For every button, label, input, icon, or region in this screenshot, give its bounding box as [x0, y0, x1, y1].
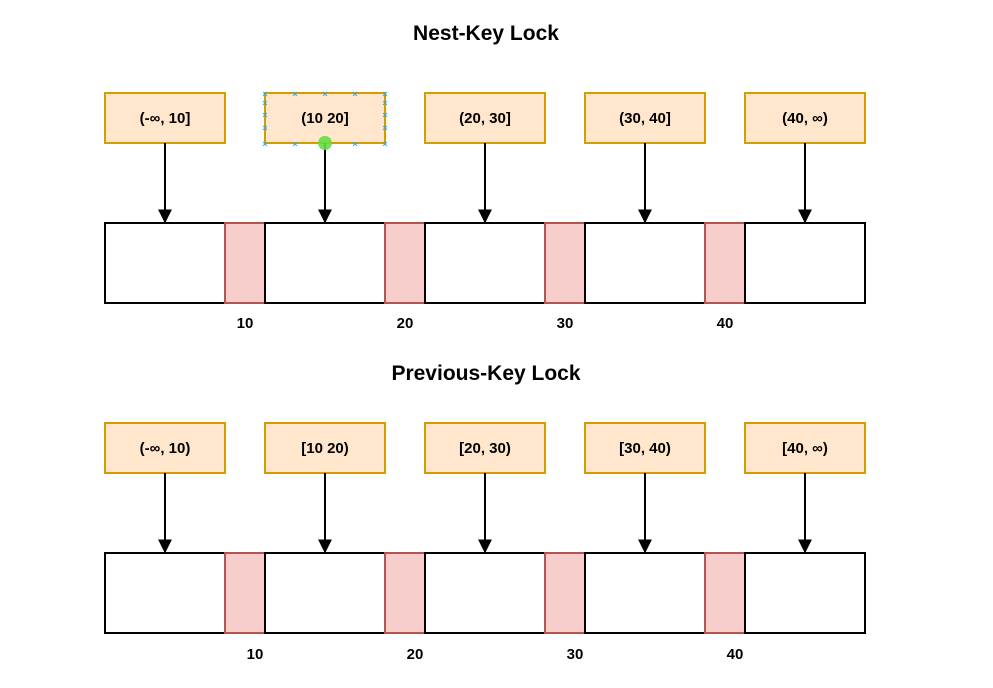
- range-label: [30, 40): [619, 440, 671, 457]
- range-box[interactable]: (-∞, 10]: [104, 92, 226, 144]
- selection-handle-icon[interactable]: ×: [262, 98, 267, 108]
- record-row: [104, 552, 866, 634]
- gap-cell: [424, 222, 546, 304]
- selection-handle-icon[interactable]: ×: [382, 123, 387, 133]
- key-label: 40: [727, 646, 744, 663]
- key-label: 10: [247, 646, 264, 663]
- key-label: 30: [567, 646, 584, 663]
- gap-cell: [744, 222, 866, 304]
- gap-cell: [424, 552, 546, 634]
- diagram-title: Previous-Key Lock: [391, 362, 580, 385]
- range-label: (40, ∞): [782, 110, 828, 127]
- key-record[interactable]: [544, 222, 586, 304]
- key-record[interactable]: [384, 222, 426, 304]
- range-box[interactable]: [30, 40): [584, 422, 706, 474]
- gap-cell: [264, 552, 386, 634]
- selection-handle-icon[interactable]: ×: [352, 89, 357, 99]
- range-box[interactable]: [40, ∞): [744, 422, 866, 474]
- selection-handle-icon[interactable]: ×: [382, 139, 387, 149]
- selection-handle-icon[interactable]: ×: [322, 89, 327, 99]
- selection-handle-icon[interactable]: ×: [292, 89, 297, 99]
- record-row: [104, 222, 866, 304]
- key-label: 30: [557, 315, 574, 332]
- selection-handle-icon[interactable]: ×: [382, 110, 387, 120]
- range-label: [20, 30): [459, 440, 511, 457]
- gap-cell: [744, 552, 866, 634]
- arrow-connector: [158, 473, 812, 554]
- diagram-title: Nest-Key Lock: [413, 22, 559, 45]
- key-record[interactable]: [544, 552, 586, 634]
- key-label: 20: [407, 646, 424, 663]
- selection-handle-icon[interactable]: ×: [382, 89, 387, 99]
- range-box[interactable]: (40, ∞): [744, 92, 866, 144]
- gap-cell: [104, 222, 226, 304]
- range-box[interactable]: [20, 30): [424, 422, 546, 474]
- selection-handle-icon[interactable]: ×: [352, 139, 357, 149]
- nest-key-lock-diagram: Nest-Key Lock (-∞, 10] (10 20] (20, 30] …: [104, 22, 866, 332]
- range-box[interactable]: (-∞, 10): [104, 422, 226, 474]
- key-label: 40: [717, 315, 734, 332]
- range-box-selected[interactable]: (10 20]: [264, 92, 386, 144]
- gap-cell: [264, 222, 386, 304]
- range-label: (10 20]: [301, 110, 349, 127]
- arrow-connector: [158, 143, 812, 224]
- range-box[interactable]: [10 20): [264, 422, 386, 474]
- key-record[interactable]: [224, 552, 266, 634]
- selection-handle-icon[interactable]: ×: [262, 139, 267, 149]
- range-label: (-∞, 10): [140, 440, 191, 457]
- key-record[interactable]: [704, 552, 746, 634]
- selection-handle-icon[interactable]: ×: [262, 110, 267, 120]
- range-label: [40, ∞): [782, 440, 828, 457]
- gap-cell: [104, 552, 226, 634]
- selection-handle-icon[interactable]: ×: [382, 98, 387, 108]
- key-label: 20: [397, 315, 414, 332]
- key-record[interactable]: [704, 222, 746, 304]
- key-label: 10: [237, 315, 254, 332]
- range-label: [10 20): [301, 440, 349, 457]
- gap-cell: [584, 552, 706, 634]
- range-box[interactable]: (30, 40]: [584, 92, 706, 144]
- range-label: (-∞, 10]: [140, 110, 191, 127]
- selection-handle-icon[interactable]: ×: [292, 139, 297, 149]
- key-record[interactable]: [224, 222, 266, 304]
- connection-point-icon[interactable]: [318, 136, 332, 150]
- selection-handle-icon[interactable]: ×: [262, 123, 267, 133]
- previous-key-lock-diagram: Previous-Key Lock (-∞, 10) [10 20) [20, …: [104, 362, 866, 663]
- gap-cell: [584, 222, 706, 304]
- range-label: (20, 30]: [459, 110, 511, 127]
- range-box[interactable]: (20, 30]: [424, 92, 546, 144]
- selection-handle-icon[interactable]: ×: [262, 89, 267, 99]
- selection-handles[interactable]: × × × × × × × × × × × × × × ×: [262, 89, 387, 149]
- range-label: (30, 40]: [619, 110, 671, 127]
- key-record[interactable]: [384, 552, 426, 634]
